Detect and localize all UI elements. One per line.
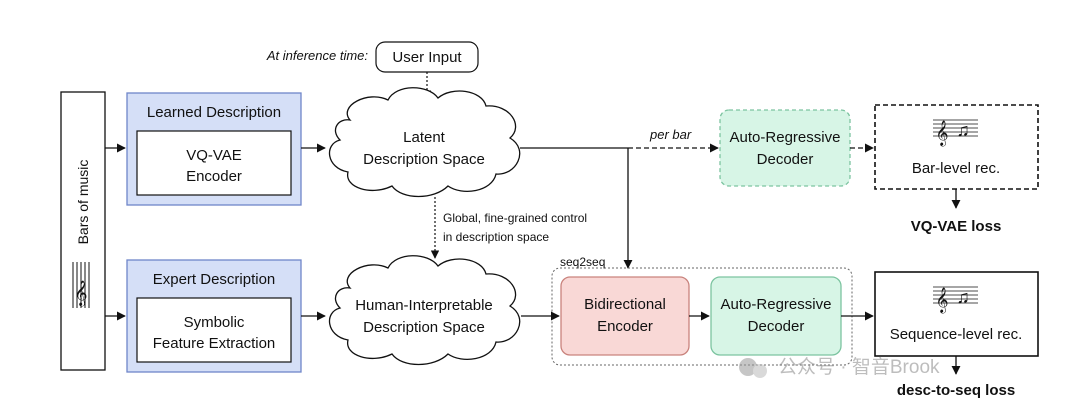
per-bar-label: per bar [649,127,692,142]
ar-decoder-bottom-line1: Auto-Regressive [721,296,832,313]
human-cloud-line2: Description Space [363,319,485,336]
sequence-level-rec-label: Sequence-level rec. [890,326,1023,343]
vq-vae-encoder-line2: Encoder [186,168,242,185]
user-input-label: User Input [392,49,462,66]
vq-vae-encoder-line1: VQ-VAE [186,147,242,164]
ar-decoder-bottom-line2: Decoder [748,318,805,335]
svg-text:𝄞: 𝄞 [935,287,948,313]
latent-cloud-shape [329,87,521,198]
human-cloud-line1: Human-Interpretable [355,297,493,314]
music-staff-icon: 𝄞 [72,262,90,308]
symbolic-feature-line1: Symbolic [184,314,245,331]
ar-decoder-top-box [719,109,851,187]
inference-time-label: At inference time: [266,48,369,63]
control-note-line2: in description space [443,230,549,244]
wechat-watermark: 公众号 · 智音Brook [739,356,940,378]
music-notes-icon: 𝄞 ♫ [933,119,978,146]
svg-text:𝄞: 𝄞 [935,120,948,146]
symbolic-feature-extraction-box [136,297,292,363]
expert-description-title: Expert Description [153,271,276,288]
ar-decoder-bottom-box [710,276,842,356]
latent-cloud-line1: Latent [403,129,446,146]
bidirectional-encoder-box [560,276,690,356]
vq-vae-encoder-box [136,130,292,196]
control-note-line1: Global, fine-grained control [443,211,587,225]
ar-decoder-top-line2: Decoder [757,151,814,168]
bars-of-music-panel [60,91,106,371]
watermark-text: 公众号 · 智音Brook [778,356,940,378]
seq2seq-label: seq2seq [560,255,605,269]
encoder-line1: Bidirectional [584,296,666,313]
svg-text:♫: ♫ [956,287,970,307]
desc-to-seq-loss-label: desc-to-seq loss [897,382,1015,399]
svg-text:𝄞: 𝄞 [74,280,87,306]
music-notes-icon-2: 𝄞 ♫ [933,286,978,313]
learned-description-title: Learned Description [147,104,281,121]
human-cloud-shape [329,255,521,366]
sequence-level-rec-box [874,271,1039,357]
latent-cloud-line2: Description Space [363,151,485,168]
svg-text:♫: ♫ [956,120,970,140]
bar-level-rec-label: Bar-level rec. [912,160,1000,177]
ar-decoder-top-line1: Auto-Regressive [730,129,841,146]
vq-vae-loss-label: VQ-VAE loss [911,218,1002,235]
bar-level-rec-box [874,104,1039,190]
symbolic-feature-line2: Feature Extraction [153,335,276,352]
encoder-line2: Encoder [597,318,653,335]
bars-of-music-label: Bars of music [75,160,91,245]
